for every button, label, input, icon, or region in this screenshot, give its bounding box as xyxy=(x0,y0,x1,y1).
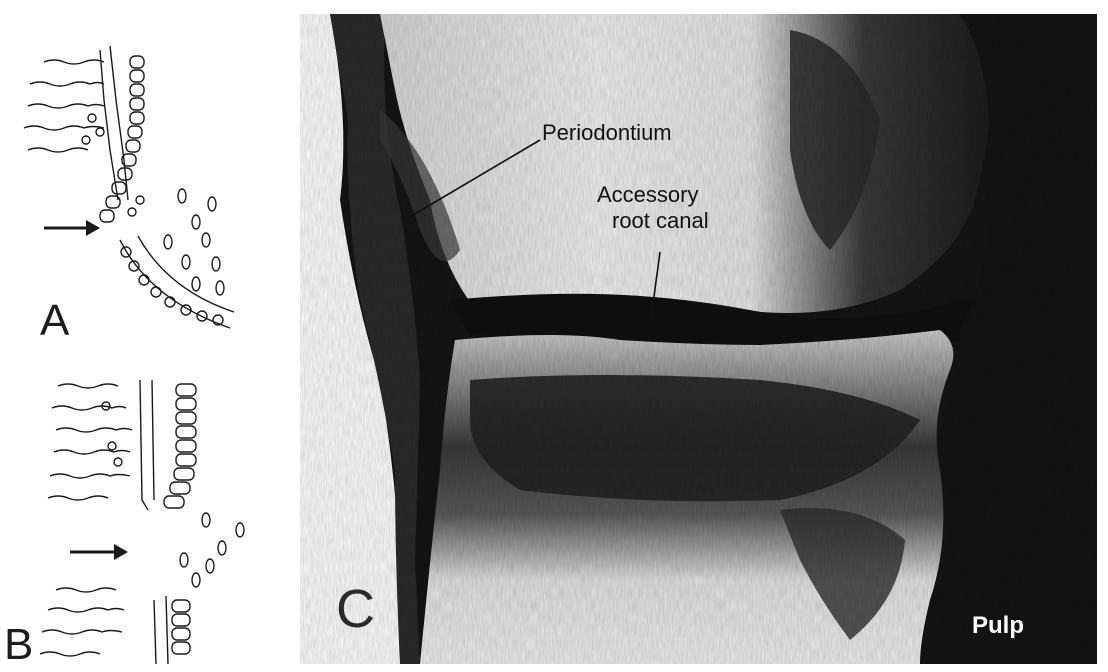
periodontium-label: Periodontium xyxy=(542,120,672,146)
panel-c-micrograph xyxy=(300,14,1097,664)
arrow-right-icon xyxy=(70,544,128,560)
panel-label-a: A xyxy=(40,296,69,346)
pulp-label: Pulp xyxy=(972,613,1024,639)
panel-b-drawing xyxy=(40,380,244,664)
panel-label-b: B xyxy=(4,620,33,670)
accessory-root-canal-label-line2: root canal xyxy=(612,208,709,234)
accessory-root-canal-label-line1: Accessory xyxy=(597,182,698,208)
panel-label-c: C xyxy=(336,578,375,640)
panel-a-drawing xyxy=(24,46,234,328)
arrow-right-icon xyxy=(44,220,100,236)
